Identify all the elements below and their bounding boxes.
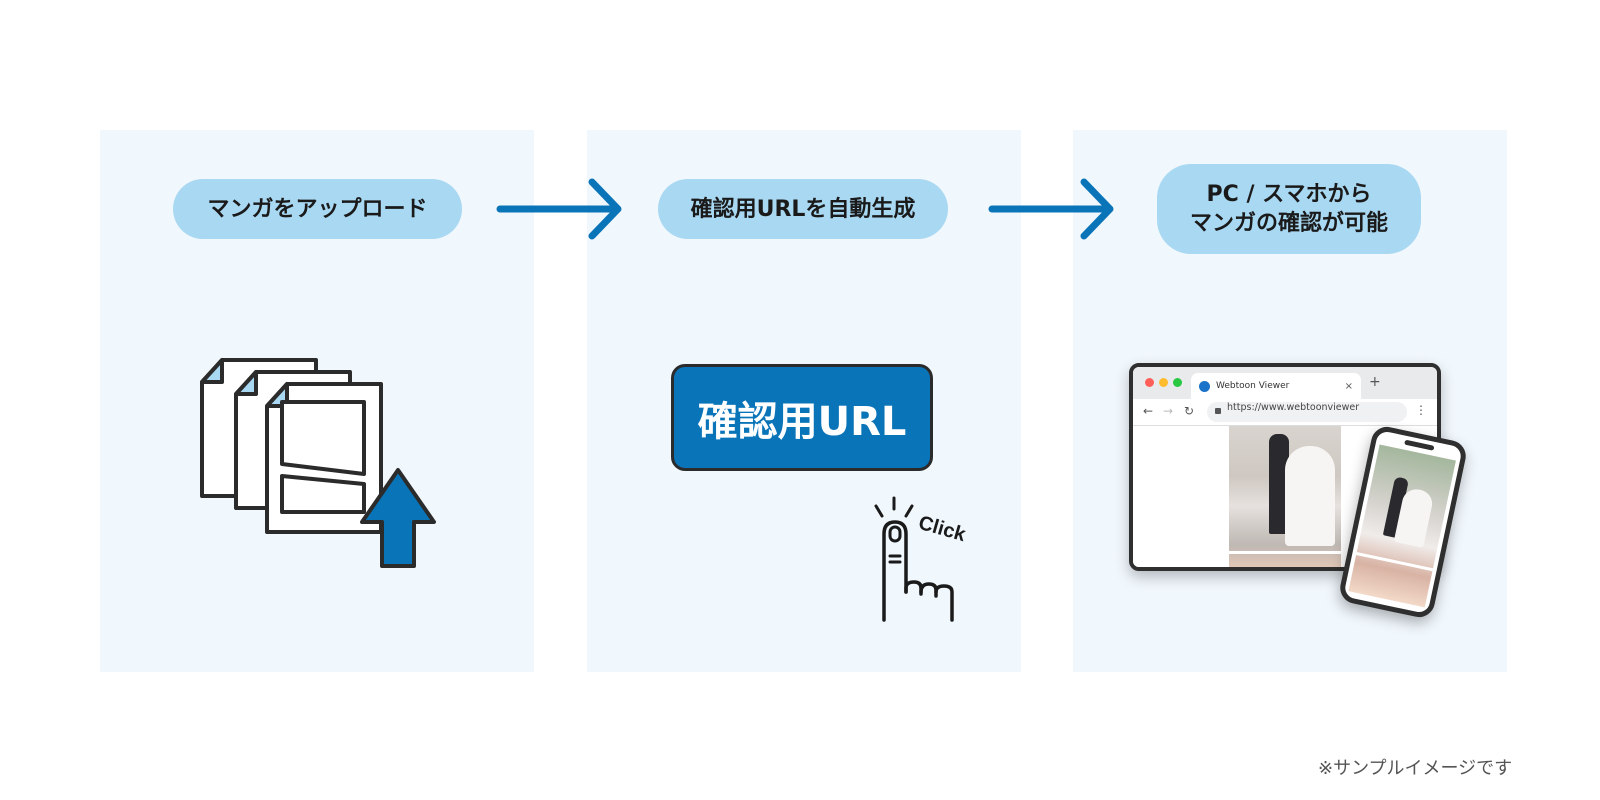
comic-figure-groom xyxy=(1269,434,1289,534)
browser-titlebar: Webtoon Viewer × + xyxy=(1133,367,1437,399)
step-3-label-line-1: PC / スマホから xyxy=(1206,182,1372,207)
back-arrow-icon[interactable]: ← xyxy=(1143,404,1154,418)
comic-figure-bride xyxy=(1285,446,1335,546)
click-finger-icon xyxy=(874,496,954,622)
confirmation-url-button[interactable]: 確認用URL xyxy=(671,364,933,471)
browser-tab[interactable]: Webtoon Viewer × xyxy=(1191,373,1361,399)
sample-image-note: ※サンプルイメージです xyxy=(1318,758,1513,779)
more-menu-icon[interactable]: ⋮ xyxy=(1415,403,1427,417)
arrow-right-icon xyxy=(496,178,622,240)
address-bar[interactable]: https://www.webtoonviewer xyxy=(1207,402,1407,422)
step-1-label: マンガをアップロード xyxy=(173,179,462,239)
browser-toolbar: ← → ↻ https://www.webtoonviewer ⋮ xyxy=(1133,399,1437,426)
upload-arrow-icon xyxy=(360,468,436,568)
comic-panel-divider xyxy=(1356,552,1434,572)
tab-title: Webtoon Viewer xyxy=(1216,381,1290,391)
reload-icon[interactable]: ↻ xyxy=(1184,404,1195,418)
window-maximize-icon[interactable] xyxy=(1173,378,1182,387)
phone-notch xyxy=(1404,439,1435,451)
step-2-label: 確認用URLを自動生成 xyxy=(658,179,948,239)
webtoon-comic-image xyxy=(1229,426,1341,567)
step-3-label: PC / スマホから マンガの確認が可能 xyxy=(1157,164,1421,254)
step-3-label-line-2: マンガの確認が可能 xyxy=(1189,211,1388,236)
address-url: https://www.webtoonviewer xyxy=(1227,402,1360,413)
window-minimize-icon[interactable] xyxy=(1159,378,1168,387)
comic-panel-divider xyxy=(1229,551,1341,554)
new-tab-button[interactable]: + xyxy=(1369,374,1381,390)
forward-arrow-icon[interactable]: → xyxy=(1163,404,1174,418)
arrow-right-icon xyxy=(988,178,1114,240)
favicon-icon xyxy=(1199,380,1210,392)
lock-icon xyxy=(1215,408,1221,414)
tab-close-icon[interactable]: × xyxy=(1344,380,1353,392)
window-close-icon[interactable] xyxy=(1145,378,1154,387)
document-upload-icon xyxy=(200,358,383,534)
